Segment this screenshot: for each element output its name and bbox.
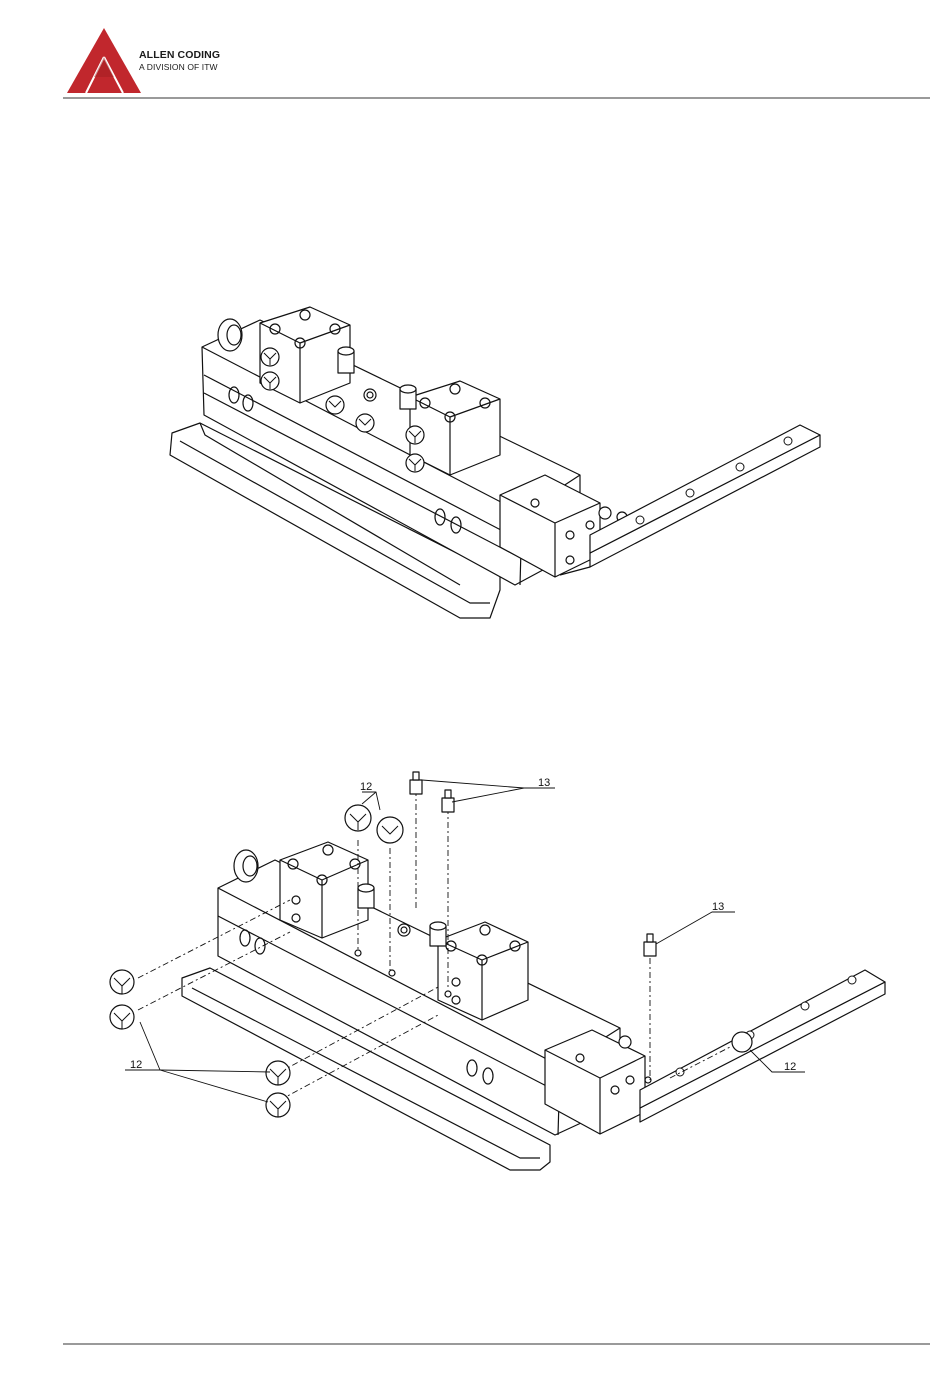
callout-12-left: 12	[130, 1059, 142, 1071]
allen-coding-logo-icon	[66, 27, 142, 95]
page-header: ALLEN CODING A DIVISION OF ITW	[0, 0, 950, 100]
footer-divider	[63, 1343, 930, 1345]
callout-12-top: 12	[360, 781, 372, 793]
assembly-drawing-top	[160, 285, 840, 625]
brand-subtitle: A DIVISION OF ITW	[139, 63, 220, 72]
callout-13-top: 13	[538, 777, 550, 789]
exploded-drawing-bottom: 12 13 13 12 12	[100, 760, 900, 1180]
brand-block: ALLEN CODING A DIVISION OF ITW	[139, 50, 220, 71]
callout-13-right: 13	[712, 901, 724, 913]
callout-12-right: 12	[784, 1061, 796, 1073]
header-divider	[63, 97, 930, 99]
brand-name: ALLEN CODING	[139, 50, 220, 61]
